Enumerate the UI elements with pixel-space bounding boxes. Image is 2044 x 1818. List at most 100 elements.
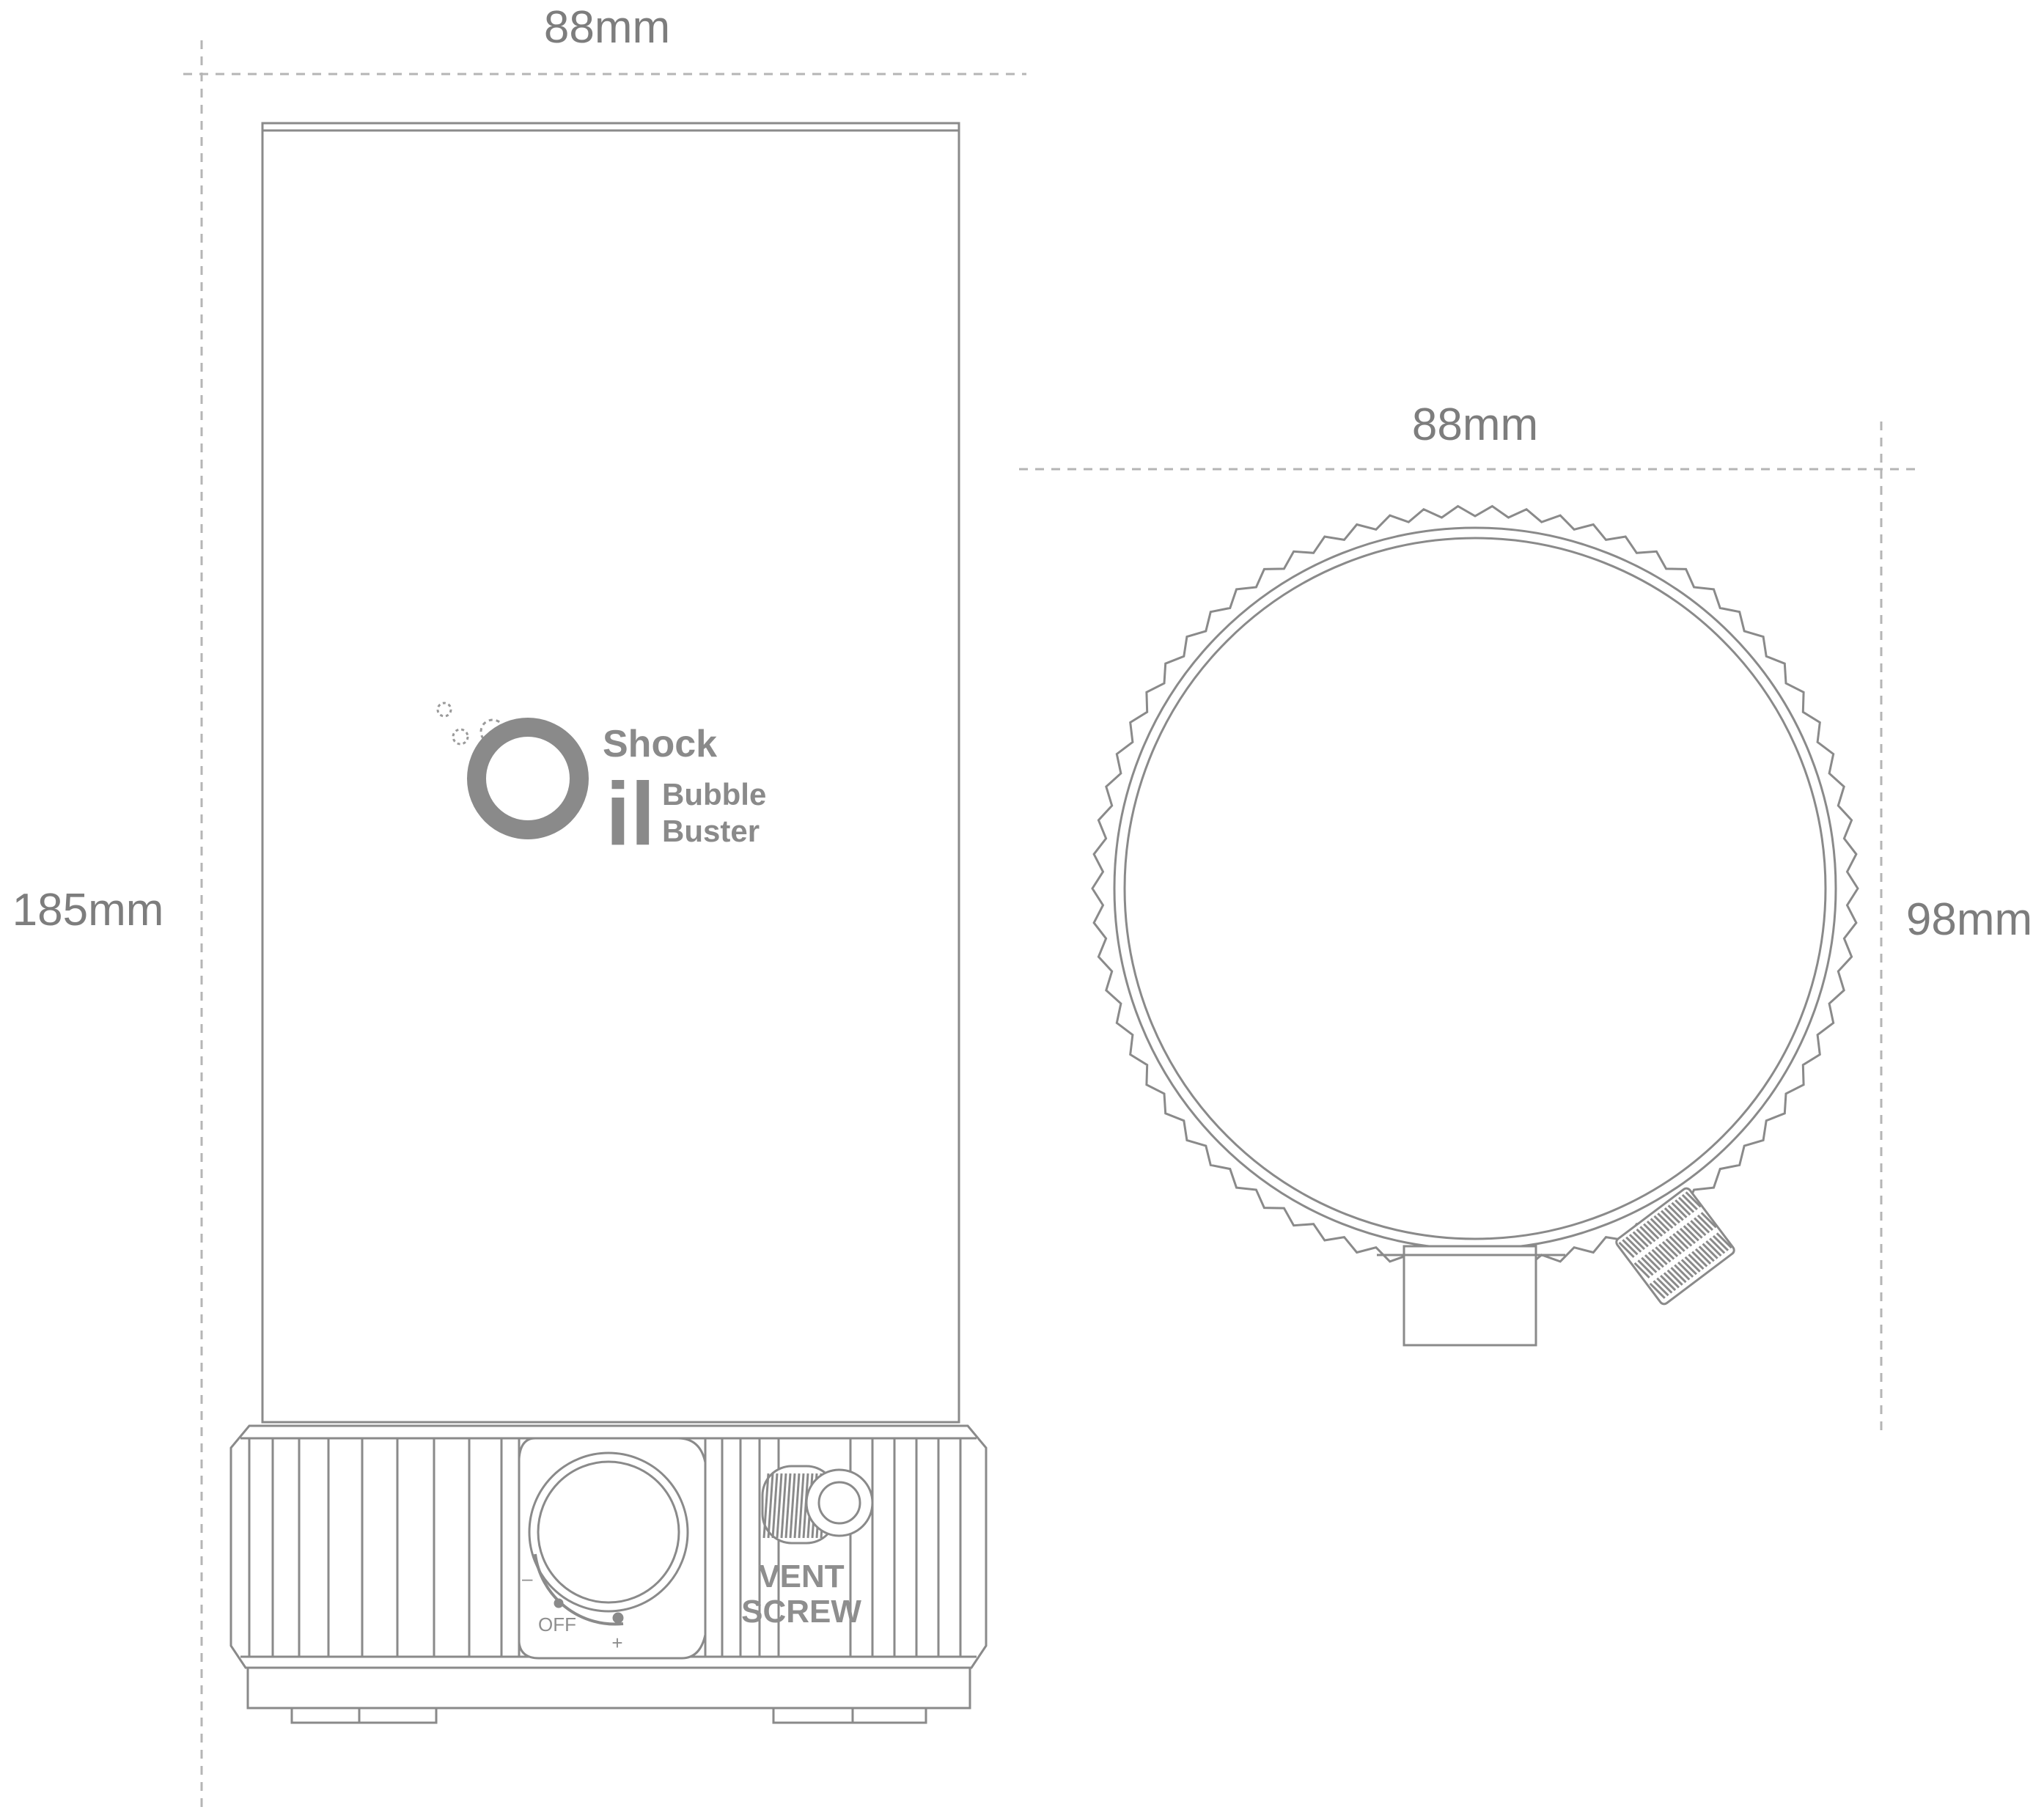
logo-buster: Buster <box>662 814 760 848</box>
top-width-label: 88mm <box>1412 400 1538 450</box>
base-bottom-plate <box>246 1666 971 1710</box>
knob-knurl-line <box>1674 1264 1691 1281</box>
knob-knurl-line <box>1643 1223 1660 1240</box>
knob-knurl-line <box>1646 1221 1663 1237</box>
knob-knurl-line <box>1684 1256 1701 1273</box>
top-vent-knob-knurl <box>1618 1191 1732 1299</box>
knob-knurl-line <box>1658 1243 1675 1260</box>
knob-knurl-line <box>1632 1231 1649 1248</box>
logo-shock: Shock <box>603 723 717 765</box>
bubble-medium-icon <box>452 728 469 746</box>
knob-knurl-line <box>1709 1237 1726 1254</box>
knob-knurl-line <box>1653 1215 1670 1232</box>
knob-knurl-line <box>1698 1245 1715 1262</box>
top-view <box>1091 504 1859 1347</box>
knob-knurl-line <box>1647 1251 1664 1268</box>
knob-knurl-line <box>1661 1210 1677 1226</box>
knob-knurl-line <box>1636 1228 1653 1245</box>
plus-dot <box>612 1612 624 1624</box>
knob-knurl-line <box>1649 1282 1666 1299</box>
side-height-label: 185mm <box>12 885 164 935</box>
outer-knurled-ring <box>1091 504 1859 1273</box>
dial-minus-label: – <box>522 1567 533 1589</box>
dial-outer-ring <box>528 1451 689 1613</box>
screw-knurl-line <box>798 1473 805 1539</box>
dial-plus-label: + <box>611 1632 622 1654</box>
knob-knurl-line <box>1622 1239 1639 1256</box>
vent-label-line1: VENT <box>758 1558 844 1594</box>
foot-left-outer <box>290 1707 361 1724</box>
product-logo: il Shock Bubble Buster <box>436 702 766 864</box>
knob-knurl-line <box>1628 1234 1646 1251</box>
knob-knurl-line <box>1633 1262 1650 1278</box>
knob-knurl-line <box>1686 1222 1703 1239</box>
bubble-small-icon <box>436 702 452 718</box>
knob-knurl-line <box>1672 1233 1689 1250</box>
knob-knurl-line <box>1683 1225 1699 1242</box>
screw-knurl-line <box>776 1473 783 1539</box>
knob-knurl-line <box>1637 1259 1654 1276</box>
screw-knurl-line <box>789 1473 796 1539</box>
knob-knurl-line <box>1666 1269 1683 1286</box>
vent-screw-head-inner <box>817 1481 861 1525</box>
knob-knurl-line <box>1650 1218 1666 1234</box>
knob-knurl-line <box>1702 1243 1718 1259</box>
screw-knurl-line <box>762 1473 770 1539</box>
knob-knurl-line <box>1681 1193 1698 1210</box>
knob-knurl-line <box>1644 1254 1661 1271</box>
knob-knurl-line <box>1667 1204 1684 1221</box>
logo-o-ring <box>467 718 589 839</box>
temperature-dial[interactable] <box>528 1451 689 1626</box>
knob-knurl-line <box>1653 1280 1669 1297</box>
foot-right-outer <box>851 1707 927 1724</box>
knob-knurl-line <box>1657 1212 1674 1229</box>
off-dot <box>554 1598 564 1608</box>
knob-knurl-line <box>1618 1241 1635 1258</box>
dimension-lines <box>183 40 1917 1811</box>
knob-knurl-line <box>1691 1251 1708 1267</box>
logo-bubble: Bubble <box>662 777 766 812</box>
knob-knurl-line <box>1679 1227 1696 1245</box>
knob-knurl-line <box>1671 1201 1688 1218</box>
knob-knurl-line <box>1677 1196 1695 1213</box>
knob-knurl-line <box>1694 1217 1710 1234</box>
knob-knurl-line <box>1661 1240 1679 1258</box>
control-panel-plate <box>518 1437 707 1660</box>
knob-knurl-line <box>1669 1235 1685 1252</box>
dial-scale-arc <box>534 1553 624 1626</box>
knob-knurl-line <box>1705 1240 1722 1257</box>
knob-knurl-line <box>1656 1277 1673 1294</box>
cylinder-body <box>261 122 960 1424</box>
logo-il: il <box>606 764 655 864</box>
foot-left-inner <box>358 1707 438 1724</box>
knob-knurl-line <box>1663 1207 1680 1224</box>
bottom-tab <box>1403 1245 1537 1347</box>
top-depth-label: 98mm <box>1906 894 2032 945</box>
knob-knurl-line <box>1674 1199 1691 1216</box>
knob-knurl-line <box>1690 1220 1707 1237</box>
foot-right-inner <box>772 1707 854 1724</box>
knob-knurl-line <box>1676 1230 1693 1247</box>
dial-off-label: OFF <box>538 1613 576 1635</box>
knob-knurl-line <box>1696 1214 1714 1231</box>
knob-knurl-line <box>1625 1236 1642 1253</box>
knob-knurl-line <box>1716 1232 1732 1249</box>
knob-knurl-line <box>1677 1261 1694 1278</box>
screw-knurl-line <box>771 1473 779 1539</box>
dial-knob[interactable] <box>537 1460 680 1604</box>
side-width-label: 88mm <box>544 2 670 53</box>
screw-knurl-line <box>784 1473 792 1539</box>
screw-knurl-line <box>767 1473 774 1539</box>
knob-knurl-line <box>1685 1191 1702 1208</box>
knob-knurl-line <box>1663 1272 1680 1289</box>
knob-knurl-line <box>1641 1256 1658 1273</box>
vent-label-line2: SCREW <box>741 1594 861 1630</box>
knob-knurl-line <box>1655 1246 1672 1263</box>
knob-knurl-line <box>1660 1274 1677 1292</box>
knob-knurl-line <box>1680 1259 1697 1276</box>
inner-ring-inner <box>1123 537 1827 1240</box>
vent-screw[interactable] <box>761 1465 874 1545</box>
side-view <box>229 122 988 1724</box>
top-vent-knob[interactable] <box>1614 1187 1735 1306</box>
